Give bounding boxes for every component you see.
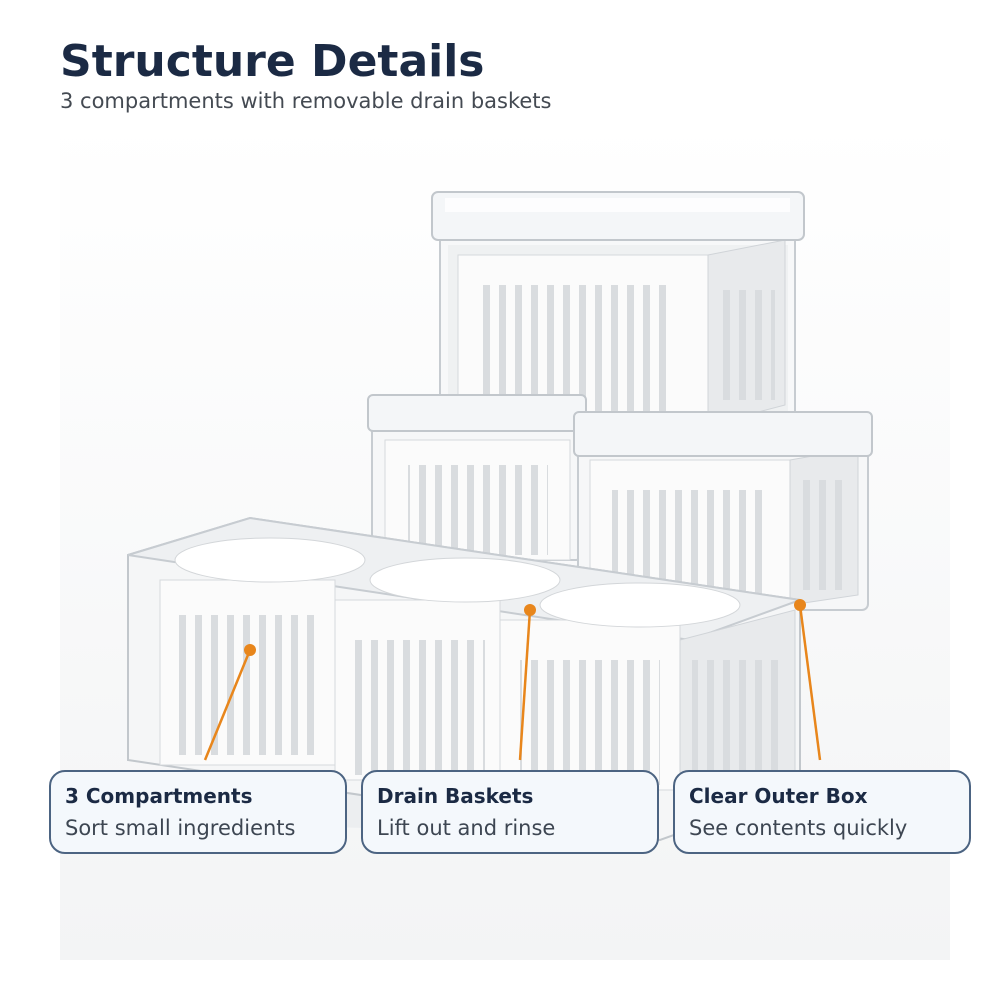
callout-clear-outer-box: Clear Outer Box See contents quickly (673, 770, 971, 854)
callout-drain-baskets: Drain Baskets Lift out and rinse (361, 770, 659, 854)
middle-left-container (367, 394, 587, 561)
leader-line-compartments (203, 644, 256, 761)
middle-right-container (573, 411, 873, 611)
page-title: Structure Details (60, 36, 485, 87)
page-subtitle: 3 compartments with removable drain bask… (60, 89, 552, 113)
callout-title: Drain Baskets (377, 784, 534, 808)
front-three-compartment-box (127, 516, 801, 842)
callout-title: Clear Outer Box (689, 784, 868, 808)
callout-title: 3 Compartments (65, 784, 253, 808)
callout-description: Sort small ingredients (65, 816, 296, 840)
callout-description: See contents quickly (689, 816, 908, 840)
callout-compartments: 3 Compartments Sort small ingredients (49, 770, 347, 854)
leader-line-outer-box (794, 599, 822, 761)
callout-description: Lift out and rinse (377, 816, 556, 840)
leader-line-drain-baskets (518, 604, 536, 761)
